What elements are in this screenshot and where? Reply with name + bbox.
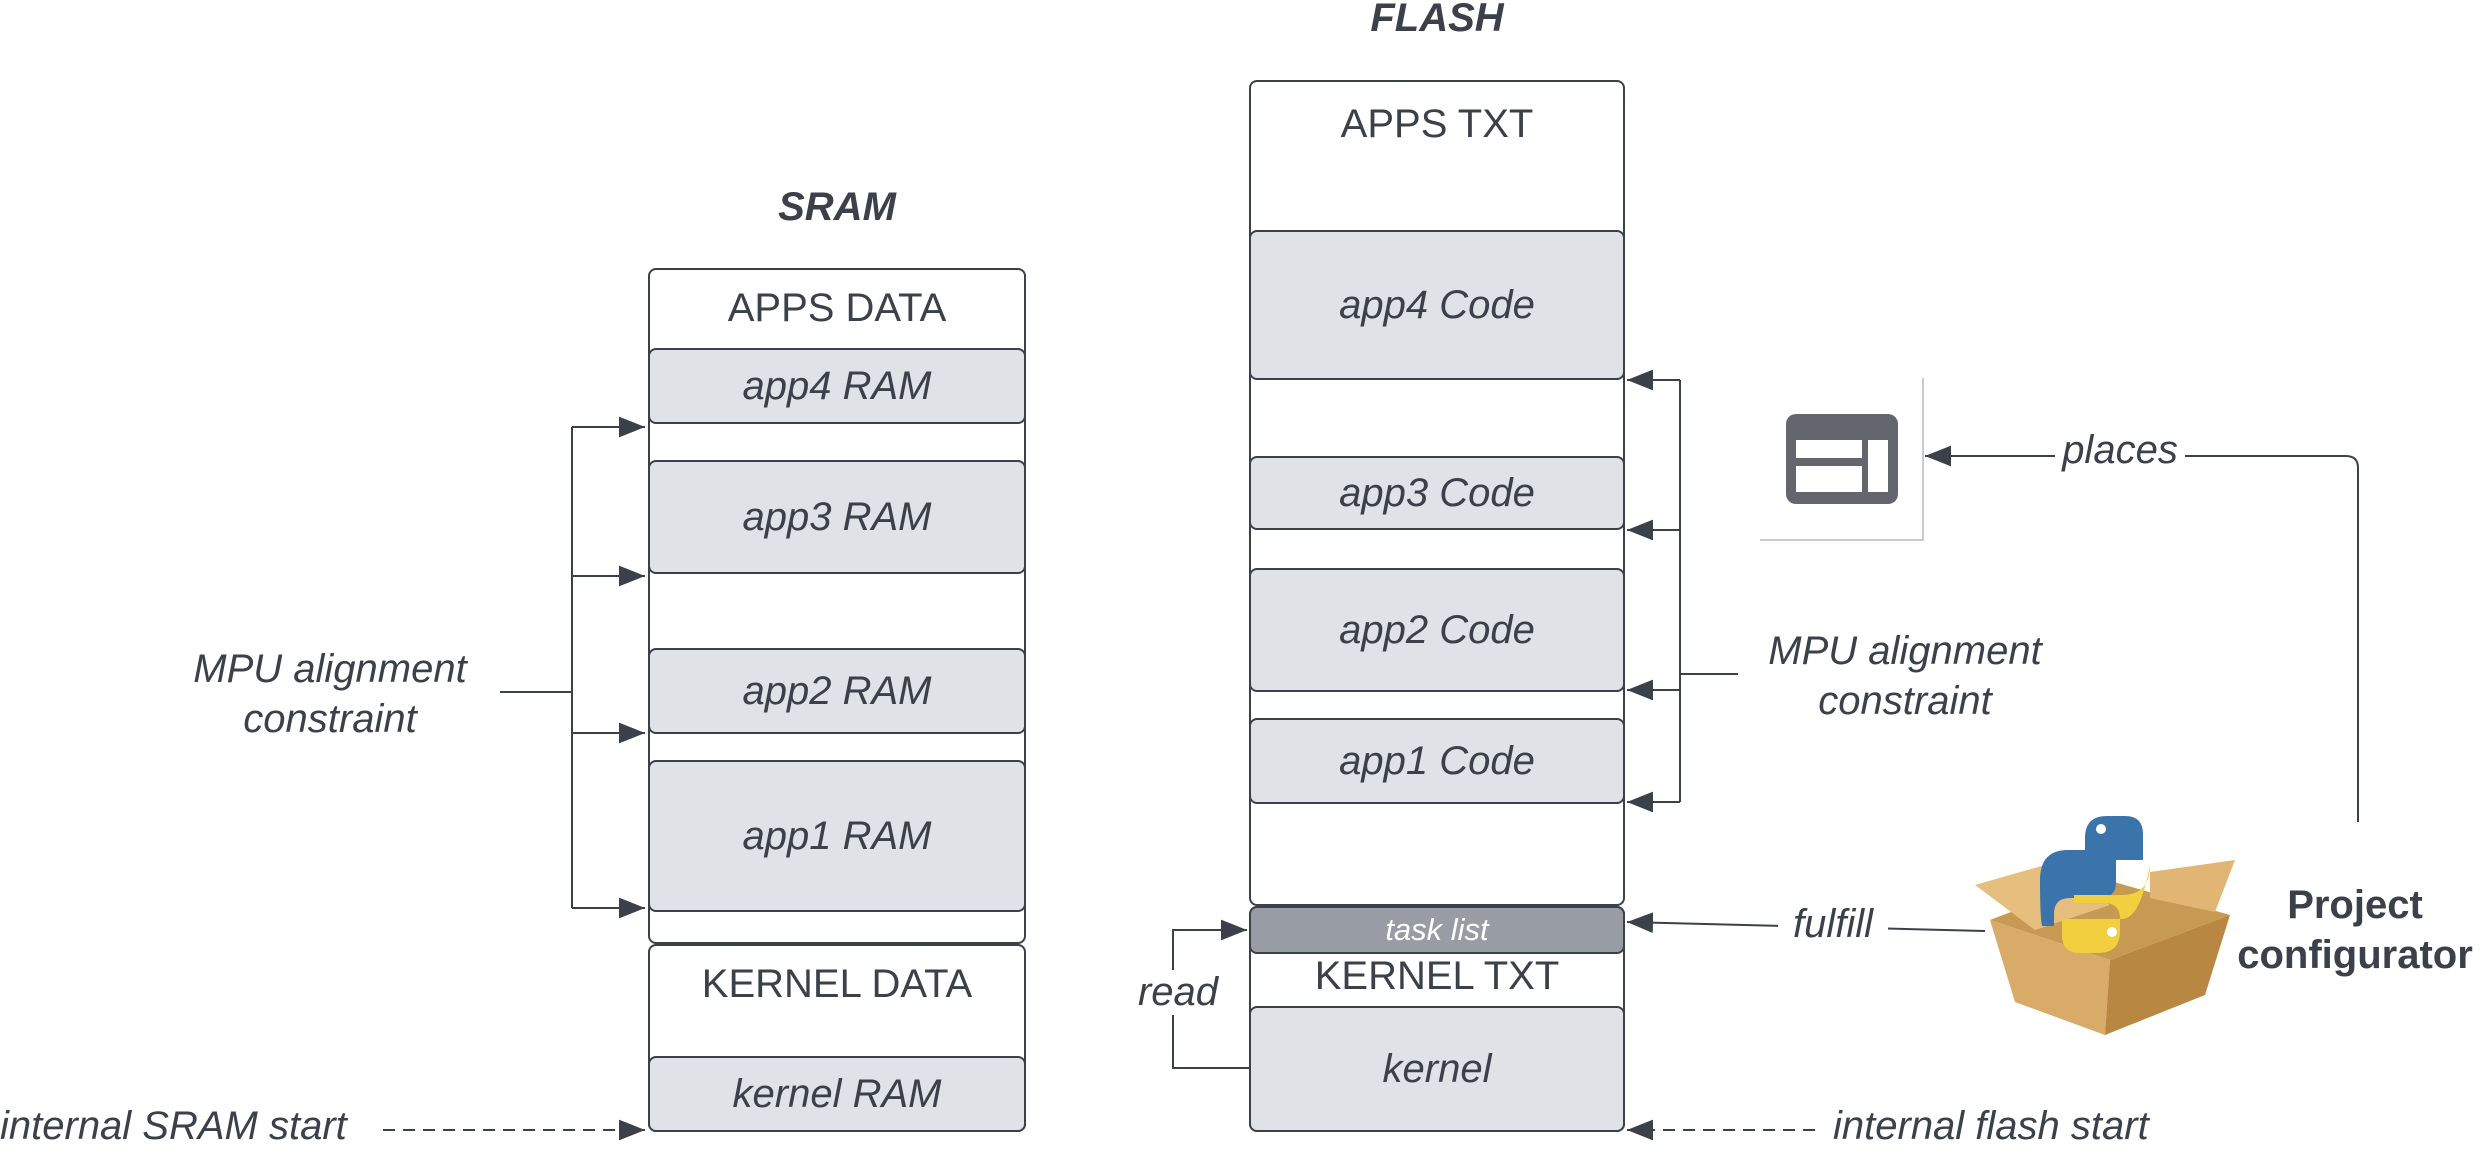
apps-txt-label: APPS TXT: [1340, 102, 1534, 146]
flash-mpu-line1: MPU alignment: [1768, 629, 2042, 673]
flash-mpu-line2: constraint: [1818, 679, 1992, 723]
read-label: read: [1128, 970, 1228, 1015]
apps-data-label: APPS DATA: [727, 286, 947, 330]
flash-start-label: internal flash start: [1833, 1104, 2149, 1148]
app3-code-block: app3 Code: [1249, 456, 1625, 530]
kernel-ram-block: kernel RAM: [648, 1056, 1026, 1132]
app3-ram-block: app3 RAM: [648, 460, 1026, 574]
sram-title: SRAM: [778, 185, 896, 229]
project-configurator-line2: configurator: [2237, 933, 2473, 977]
app4-ram-block: app4 RAM: [648, 348, 1026, 424]
task-list-block: task list: [1249, 906, 1625, 954]
app4-code-block: app4 Code: [1249, 230, 1625, 380]
flash-mpu-bracket: [1627, 369, 1738, 813]
app1-code-block: app1 Code: [1249, 718, 1625, 804]
flash-mpu-label: MPU alignment constraint: [1745, 626, 2065, 726]
places-arrow: [1925, 445, 2359, 822]
sram-mpu-label: MPU alignment constraint: [170, 644, 490, 744]
places-label: places: [2055, 428, 2185, 473]
app2-code-block: app2 Code: [1249, 568, 1625, 692]
project-configurator-label: Project configurator: [2230, 880, 2480, 980]
layout-window-icon: [1760, 378, 1924, 541]
sram-start-label: internal SRAM start: [0, 1104, 347, 1148]
app2-ram-block: app2 RAM: [648, 648, 1026, 734]
python-package-icon: [1975, 816, 2235, 1035]
sram-mpu-line2: constraint: [243, 697, 417, 741]
sram-mpu-bracket: [500, 416, 645, 919]
kernel-txt-label: KERNEL TXT: [1314, 954, 1560, 998]
sram-mpu-line1: MPU alignment: [193, 647, 467, 691]
project-configurator-line1: Project: [2287, 883, 2423, 927]
app1-ram-block: app1 RAM: [648, 760, 1026, 912]
kernel-code-block: kernel: [1249, 1006, 1625, 1132]
flash-title: FLASH: [1370, 0, 1504, 40]
fulfill-label: fulfill: [1778, 902, 1888, 947]
kernel-data-label: KERNEL DATA: [701, 962, 973, 1006]
